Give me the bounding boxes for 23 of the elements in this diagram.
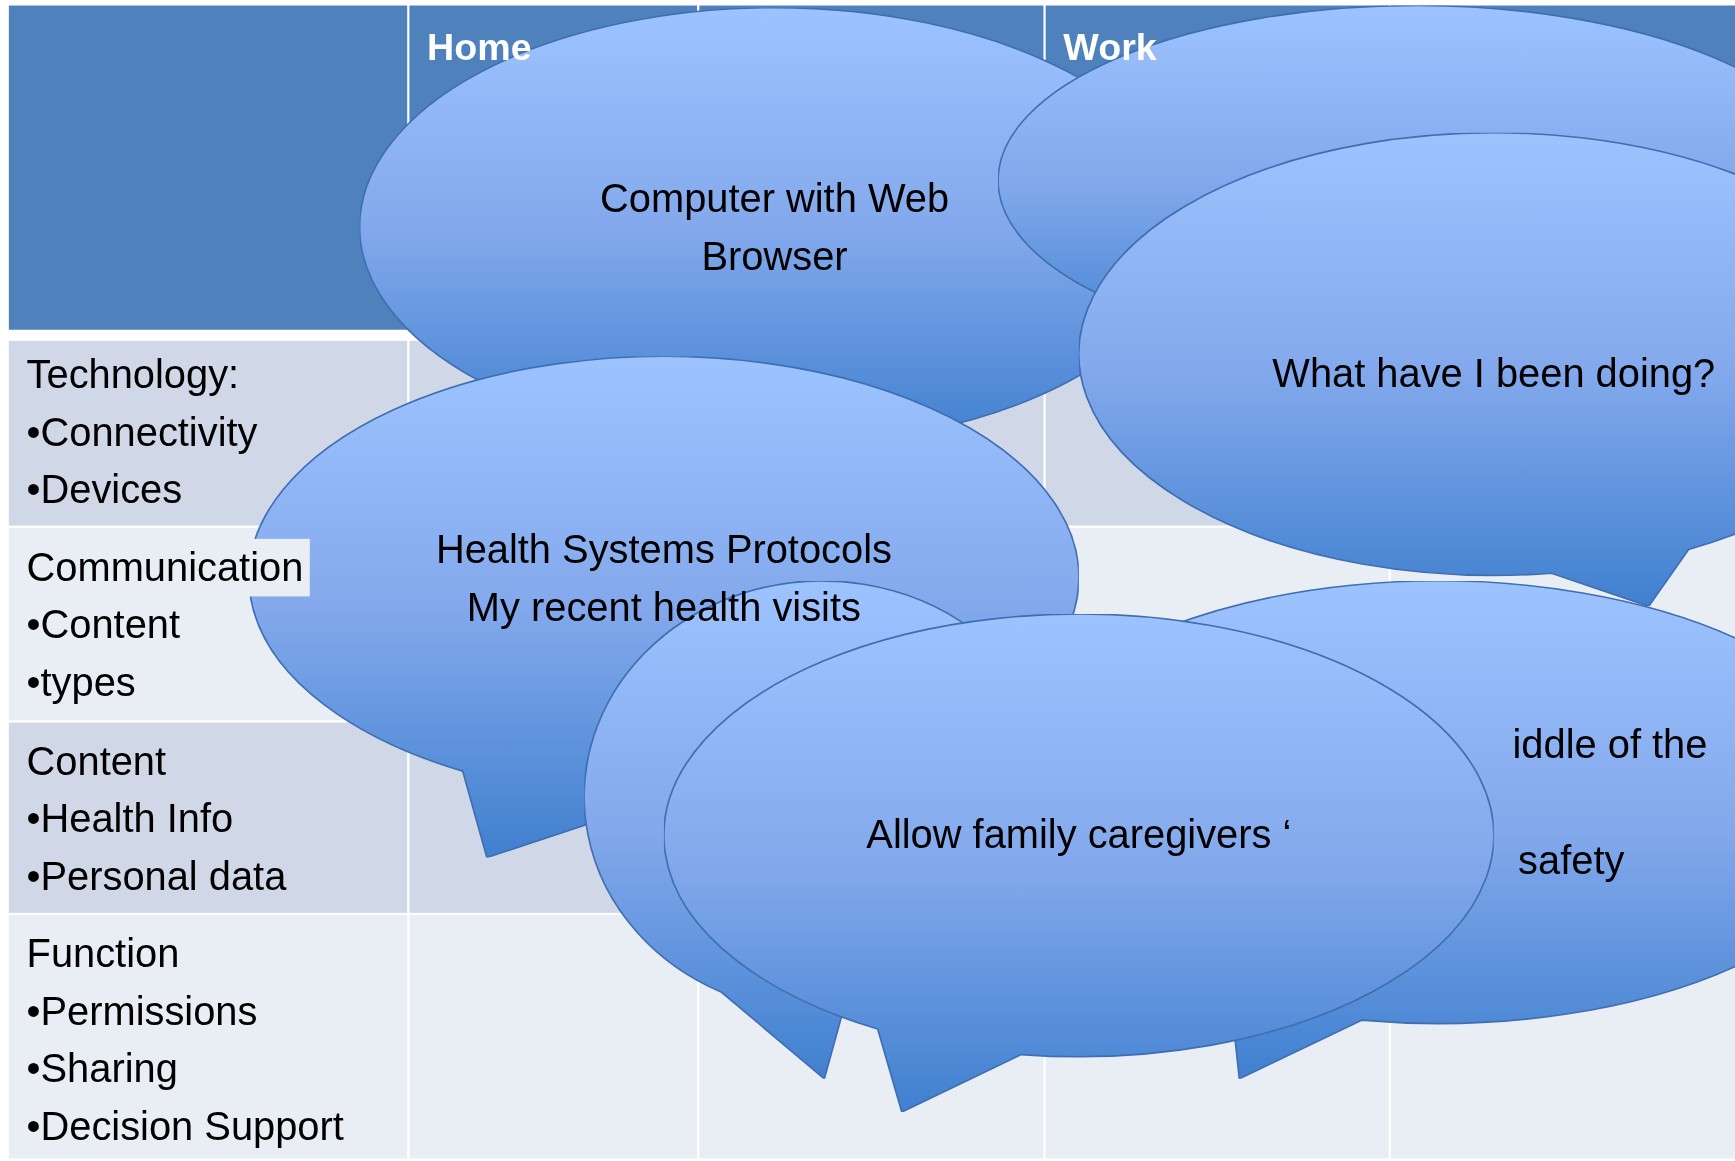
- bullet-item: •Devices: [26, 465, 183, 515]
- column-heading: Work: [1063, 24, 1157, 70]
- row-heading: Technology:: [26, 350, 240, 400]
- bubble-text: What have I been doing?: [1271, 349, 1717, 399]
- bullet-item: •Sharing: [26, 1044, 178, 1093]
- bullet-item: •Content: [26, 600, 181, 650]
- column-heading: Home: [427, 24, 532, 70]
- bullet-item: •Connectivity: [26, 408, 258, 457]
- row-heading: Content: [26, 737, 167, 786]
- bullet-item: •types: [26, 658, 136, 707]
- bubble-text: safety: [1517, 836, 1626, 885]
- bullet-item: •Decision Support: [26, 1102, 344, 1151]
- bullet-item: •Health Info: [26, 794, 234, 843]
- speech-bubble: [1078, 132, 1735, 607]
- bullet-item: •Permissions: [26, 987, 258, 1036]
- bullet-item: •Personal data: [26, 852, 287, 901]
- bubble-text: Computer with Web Browser: [599, 174, 951, 281]
- row-heading: Communication: [26, 538, 310, 597]
- bubble-text: iddle of the: [1511, 720, 1709, 769]
- row-heading: Function: [26, 929, 180, 978]
- bubble-text: My recent health visits: [465, 583, 862, 632]
- bubble-text: Health Systems Protocols: [434, 525, 893, 575]
- bubble-text: Allow family caregivers ‘: [865, 810, 1293, 859]
